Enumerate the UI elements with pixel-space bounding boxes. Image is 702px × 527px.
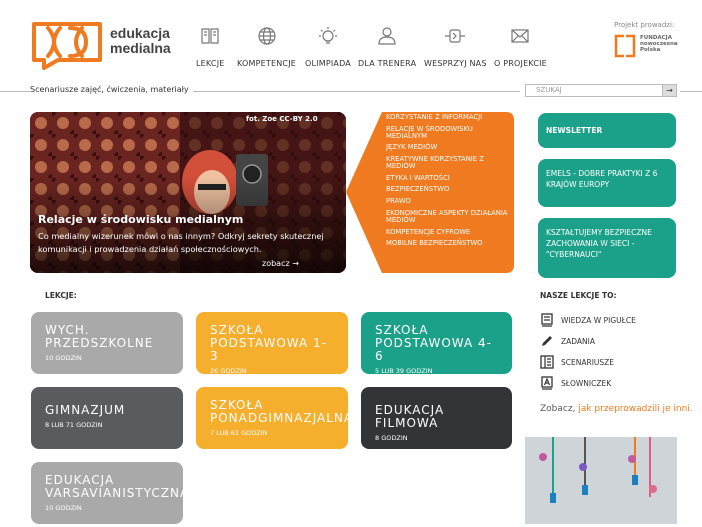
book-icon: [201, 28, 219, 44]
tile-ponadgimnazjalna[interactable]: SZKOŁA PONADGIMNAZJALNA 7 LUB 61 GODZIN: [196, 387, 352, 449]
document-icon: [541, 313, 553, 327]
nav-dla-trenera[interactable]: DLA TRENERA: [358, 25, 416, 75]
competence-item[interactable]: ETYKA I WARTOŚCI: [386, 173, 450, 182]
newsletter-button[interactable]: NEWSLETTER: [538, 113, 676, 148]
partner-name: FUNDACJA nowoczesna Polska: [640, 35, 678, 53]
hero-photo: [30, 112, 346, 273]
competence-item[interactable]: KORZYSTANIE Z INFORMACJI: [386, 113, 483, 121]
logo-icon[interactable]: [30, 20, 170, 70]
lekcje-heading: LEKCJE:: [45, 291, 77, 300]
envelope-icon: [511, 29, 530, 43]
dictionary-icon: [541, 376, 553, 390]
competence-item[interactable]: RELACJE W ŚRODOWISKU MEDIALNYM: [386, 124, 473, 140]
our-lessons-heading: NASZE LEKCJE TO:: [540, 291, 617, 300]
emels-button[interactable]: EMELS - DOBRE PRAKTYKI Z 6 KRAJÓW EUROPY: [538, 159, 676, 207]
search-input[interactable]: SZUKAJ: [525, 84, 677, 97]
nav-kompetencje[interactable]: KOMPETENCJE: [237, 25, 296, 75]
tile-przedszkolne[interactable]: WYCH. PRZEDSZKOLNE 10 GODZIN: [31, 312, 183, 374]
pencil-icon: [542, 336, 552, 346]
zobacz-link[interactable]: jak przeprowadzili je inni.: [578, 404, 693, 414]
slowniczek-link[interactable]: SŁOWNICZEK: [540, 376, 611, 390]
competence-item[interactable]: MOBILNE BEZPIECZEŃSTWO: [386, 239, 483, 248]
search-button[interactable]: →: [662, 84, 677, 97]
nav-wesprzyj-nas[interactable]: WESPRZYJ NAS: [424, 25, 487, 75]
tagline: Scenariusze zajęć, ćwiczenia, materiały: [30, 85, 193, 94]
hero-description: Co medialny wizerunek mówi o nas innym? …: [38, 231, 324, 254]
photo-credit: fot. Zoe CC-BY 2.0: [246, 115, 318, 123]
promo-banner[interactable]: [525, 437, 677, 524]
competence-item[interactable]: JĘZYK MEDIÓW: [386, 143, 438, 152]
competence-item[interactable]: EKONOMICZNE ASPEKTY DZIAŁANIA MEDIÓW: [386, 208, 508, 224]
hero-title[interactable]: Relacje w środowisku medialnym: [38, 213, 244, 226]
globe-icon: [257, 27, 276, 45]
tile-gimnazjum[interactable]: GIMNAZJUM 8 LUB 71 GODZIN: [31, 387, 183, 449]
competences-panel: [346, 112, 514, 273]
zobacz-text: Zobacz, jak przeprowadzili je inni.: [540, 404, 693, 414]
wiedza-link[interactable]: WIEDZA W PIGUŁCE: [540, 313, 636, 327]
tile-varsavianistyczna[interactable]: EDUKACJA VARSAVIANISTYCZNA 10 GODZIN: [31, 462, 188, 524]
nav-olimpiada[interactable]: OLIMPIADA: [305, 25, 351, 75]
competences-list: KORZYSTANIE Z INFORMACJI RELACJE W ŚRODO…: [386, 114, 508, 252]
cybernauci-button[interactable]: KSZTAŁTUJEMY BEZPIECZNE ZACHOWANIA W SIE…: [538, 218, 676, 278]
hero-banner[interactable]: [30, 112, 346, 273]
brand-name[interactable]: edukacja medialna: [110, 25, 171, 56]
zadania-link[interactable]: ZADANIA: [540, 334, 595, 348]
promo-illustration: [525, 437, 677, 524]
lightbulb-icon: [318, 27, 337, 44]
user-icon: [378, 27, 396, 45]
hero-more-link[interactable]: zobacz →: [262, 259, 299, 268]
plug-icon: [445, 29, 466, 43]
competence-item[interactable]: KOMPETENCJE CYFROWE: [386, 227, 471, 236]
partner-label: Projekt prowadzi:: [614, 21, 675, 29]
scenariusze-link[interactable]: SCENARIUSZE: [540, 355, 614, 369]
partner-logo-icon[interactable]: [614, 34, 674, 58]
nav-lekcje[interactable]: LEKCJE: [196, 25, 225, 75]
nav-o-projekcie[interactable]: O PROJEKCIE: [494, 25, 547, 75]
list-icon: [540, 355, 554, 369]
divider: [0, 91, 520, 92]
tile-podstawowa-4-6[interactable]: SZKOŁA PODSTAWOWA 4-6 5 LUB 39 GODZIN: [361, 312, 512, 375]
competence-item[interactable]: PRAWO: [386, 197, 411, 206]
competence-item[interactable]: KREATYWNE KORZYSTANIE Z MEDIÓW: [386, 155, 484, 171]
divider: [680, 91, 702, 92]
tile-podstawowa-1-3[interactable]: SZKOŁA PODSTAWOWA 1-3 26 GODZIN: [196, 312, 348, 375]
competence-item[interactable]: BEZPIECZEŃSTWO: [386, 185, 450, 194]
tile-edukacja-filmowa[interactable]: EDUKACJA FILMOWA 8 GODZIN: [361, 387, 512, 449]
